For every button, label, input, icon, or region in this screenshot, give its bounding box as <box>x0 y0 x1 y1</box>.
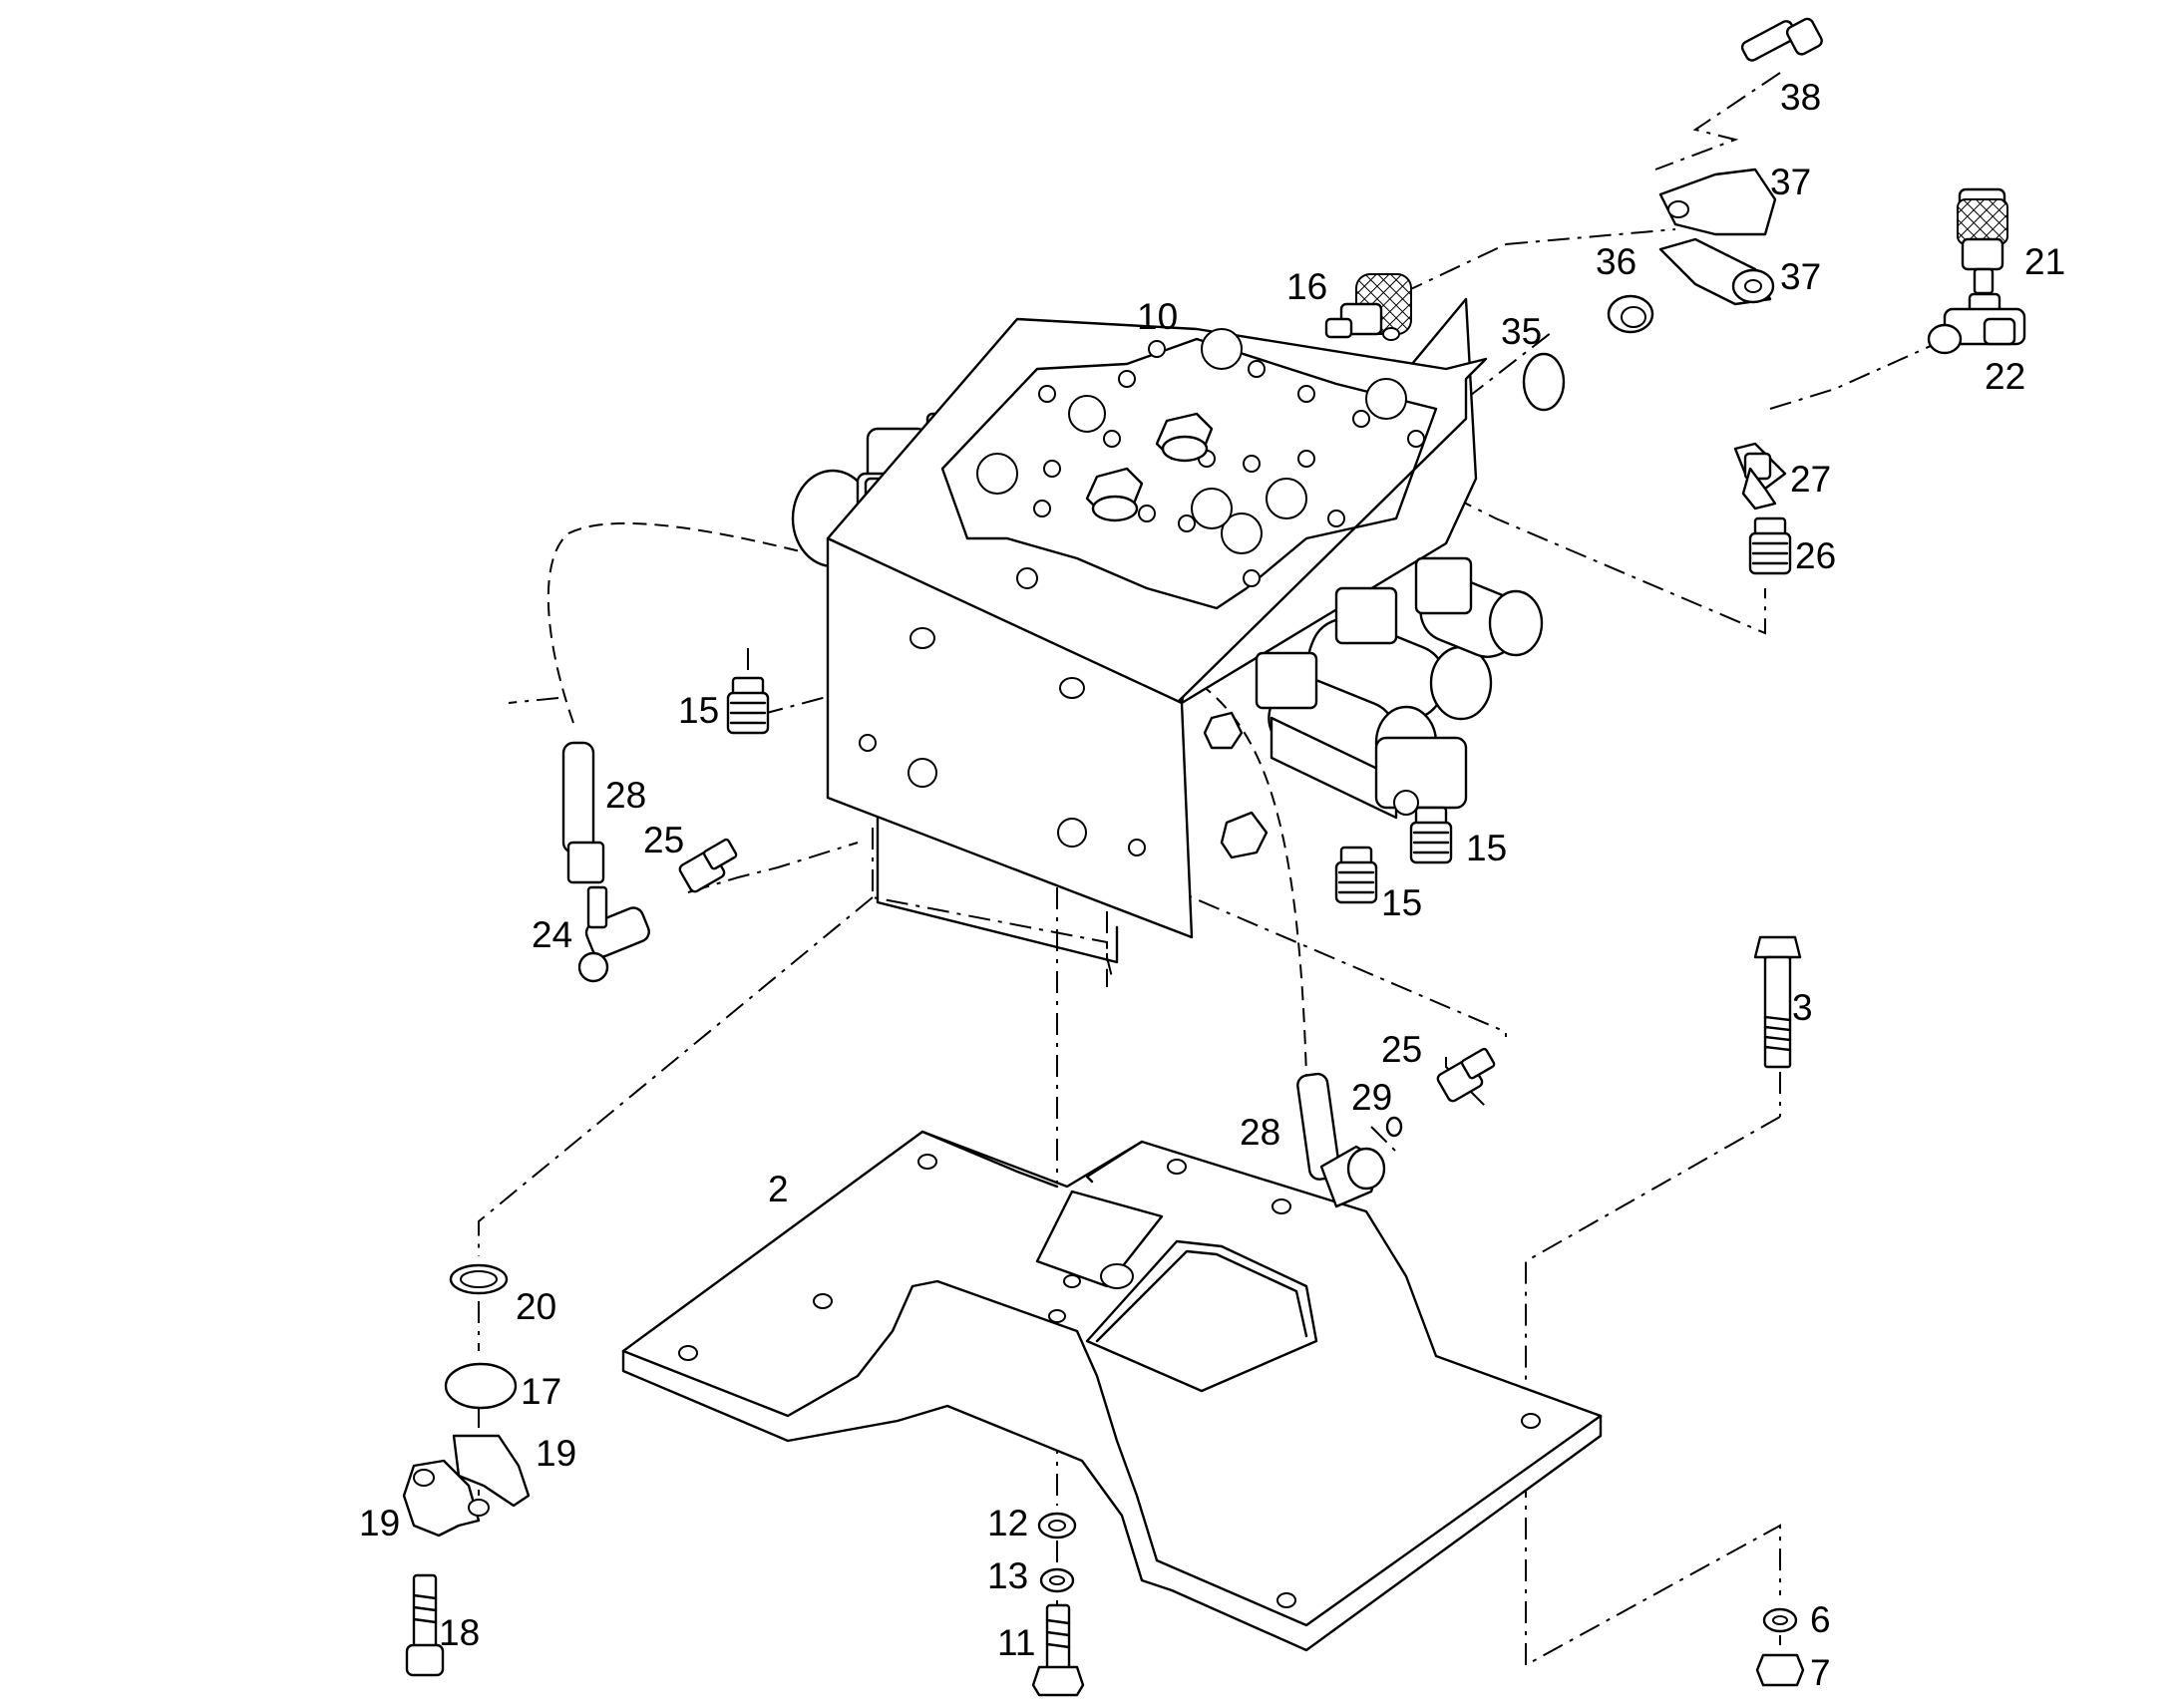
part-28-hose-left <box>561 741 605 884</box>
callout-17: 17 <box>521 1371 561 1412</box>
callout-26: 26 <box>1795 535 1836 576</box>
callout-15-bottom: 15 <box>1381 882 1422 923</box>
valve-solenoids <box>1203 556 1544 859</box>
part-15-fittings <box>726 676 1453 904</box>
callout-22: 22 <box>1985 356 2025 397</box>
part-16-elbow-fitting <box>1324 273 1412 341</box>
callout-10: 10 <box>1137 296 1178 337</box>
callout-7: 7 <box>1810 1652 1831 1693</box>
control-valve-block <box>791 297 1544 964</box>
base-plate <box>621 1130 1603 1652</box>
part-27-elbow <box>1733 442 1787 511</box>
callout-15-right: 15 <box>1466 828 1507 868</box>
callout-11: 11 <box>997 1622 1035 1663</box>
callout-29: 29 <box>1351 1077 1392 1118</box>
callout-13: 13 <box>987 1555 1028 1596</box>
part-17-cover-disc <box>444 1362 518 1410</box>
callout-18: 18 <box>439 1612 480 1653</box>
callout-35: 35 <box>1501 311 1542 352</box>
part-25-fittings <box>678 838 1496 1103</box>
callout-labels: 38 37 37 36 35 21 22 27 26 16 10 15 15 1… <box>359 77 2065 1693</box>
callout-19-left: 19 <box>359 1503 400 1543</box>
valve-top-holes <box>976 328 1425 589</box>
callout-20: 20 <box>516 1286 556 1327</box>
callout-19-right: 19 <box>536 1433 576 1474</box>
part-38-bolt <box>1740 17 1823 62</box>
part-6-washer <box>1762 1607 1798 1633</box>
valve-top-plugs <box>1085 412 1214 522</box>
part-35-o-ring <box>1522 352 1566 412</box>
callout-12: 12 <box>987 1503 1028 1543</box>
part-7-nut <box>1755 1653 1805 1687</box>
part-24-tee <box>577 885 650 983</box>
part-29-seal <box>1385 1116 1403 1138</box>
part-13-lock-washer <box>1039 1567 1075 1593</box>
valve-front-ports <box>859 627 1146 856</box>
callout-37-lower: 37 <box>1780 256 1821 297</box>
base-plate-holes <box>678 1154 1541 1608</box>
callout-36: 36 <box>1596 241 1636 282</box>
callout-38: 38 <box>1780 77 1821 118</box>
part-19-clamp-halves <box>402 1434 531 1537</box>
part-18-bolt <box>405 1573 445 1677</box>
part-20-seal-ring <box>449 1263 509 1295</box>
callout-2: 2 <box>768 1169 789 1209</box>
callout-25-right: 25 <box>1381 1029 1422 1070</box>
part-26-adapter <box>1748 516 1792 575</box>
part-21-test-coupling <box>1957 187 2008 295</box>
callout-21: 21 <box>2024 241 2065 282</box>
callout-15-left: 15 <box>678 690 719 731</box>
callout-3: 3 <box>1792 987 1813 1028</box>
callout-27: 27 <box>1790 459 1831 500</box>
callout-28-left: 28 <box>605 775 646 816</box>
callout-16: 16 <box>1286 266 1327 307</box>
part-11-bolt <box>1031 1603 1085 1697</box>
callout-28-right: 28 <box>1240 1112 1280 1153</box>
callout-6: 6 <box>1810 1599 1831 1640</box>
part-22-tee-fitting <box>1927 292 2026 355</box>
part-28-hose-right <box>1296 1072 1386 1208</box>
callout-24: 24 <box>532 914 572 955</box>
callout-37-upper: 37 <box>1770 162 1811 202</box>
part-37-flange-clamps <box>1658 168 1777 306</box>
part-3-bolt <box>1753 935 1802 1069</box>
part-12-washer <box>1037 1512 1077 1539</box>
callout-25-left: 25 <box>643 820 684 860</box>
assembly-center-lines <box>478 72 1981 1667</box>
